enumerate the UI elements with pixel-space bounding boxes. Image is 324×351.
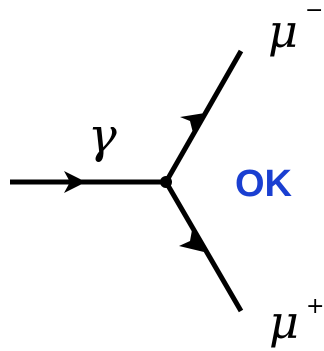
muon-minus-label: μ <box>268 4 298 58</box>
muon-plus-arrow-icon <box>179 230 204 252</box>
status-label: OK <box>235 163 293 205</box>
muon-plus-label: μ <box>269 295 299 349</box>
muon-minus-charge: − <box>305 0 323 23</box>
muon-plus-charge: + <box>306 294 324 319</box>
photon-label: γ <box>88 108 117 164</box>
photon-arrow-icon <box>64 171 86 193</box>
muon-minus-line <box>163 49 244 184</box>
muon-minus-arrow-icon <box>180 113 205 133</box>
vertex-dot <box>160 176 172 188</box>
muon-plus-line <box>163 180 244 313</box>
